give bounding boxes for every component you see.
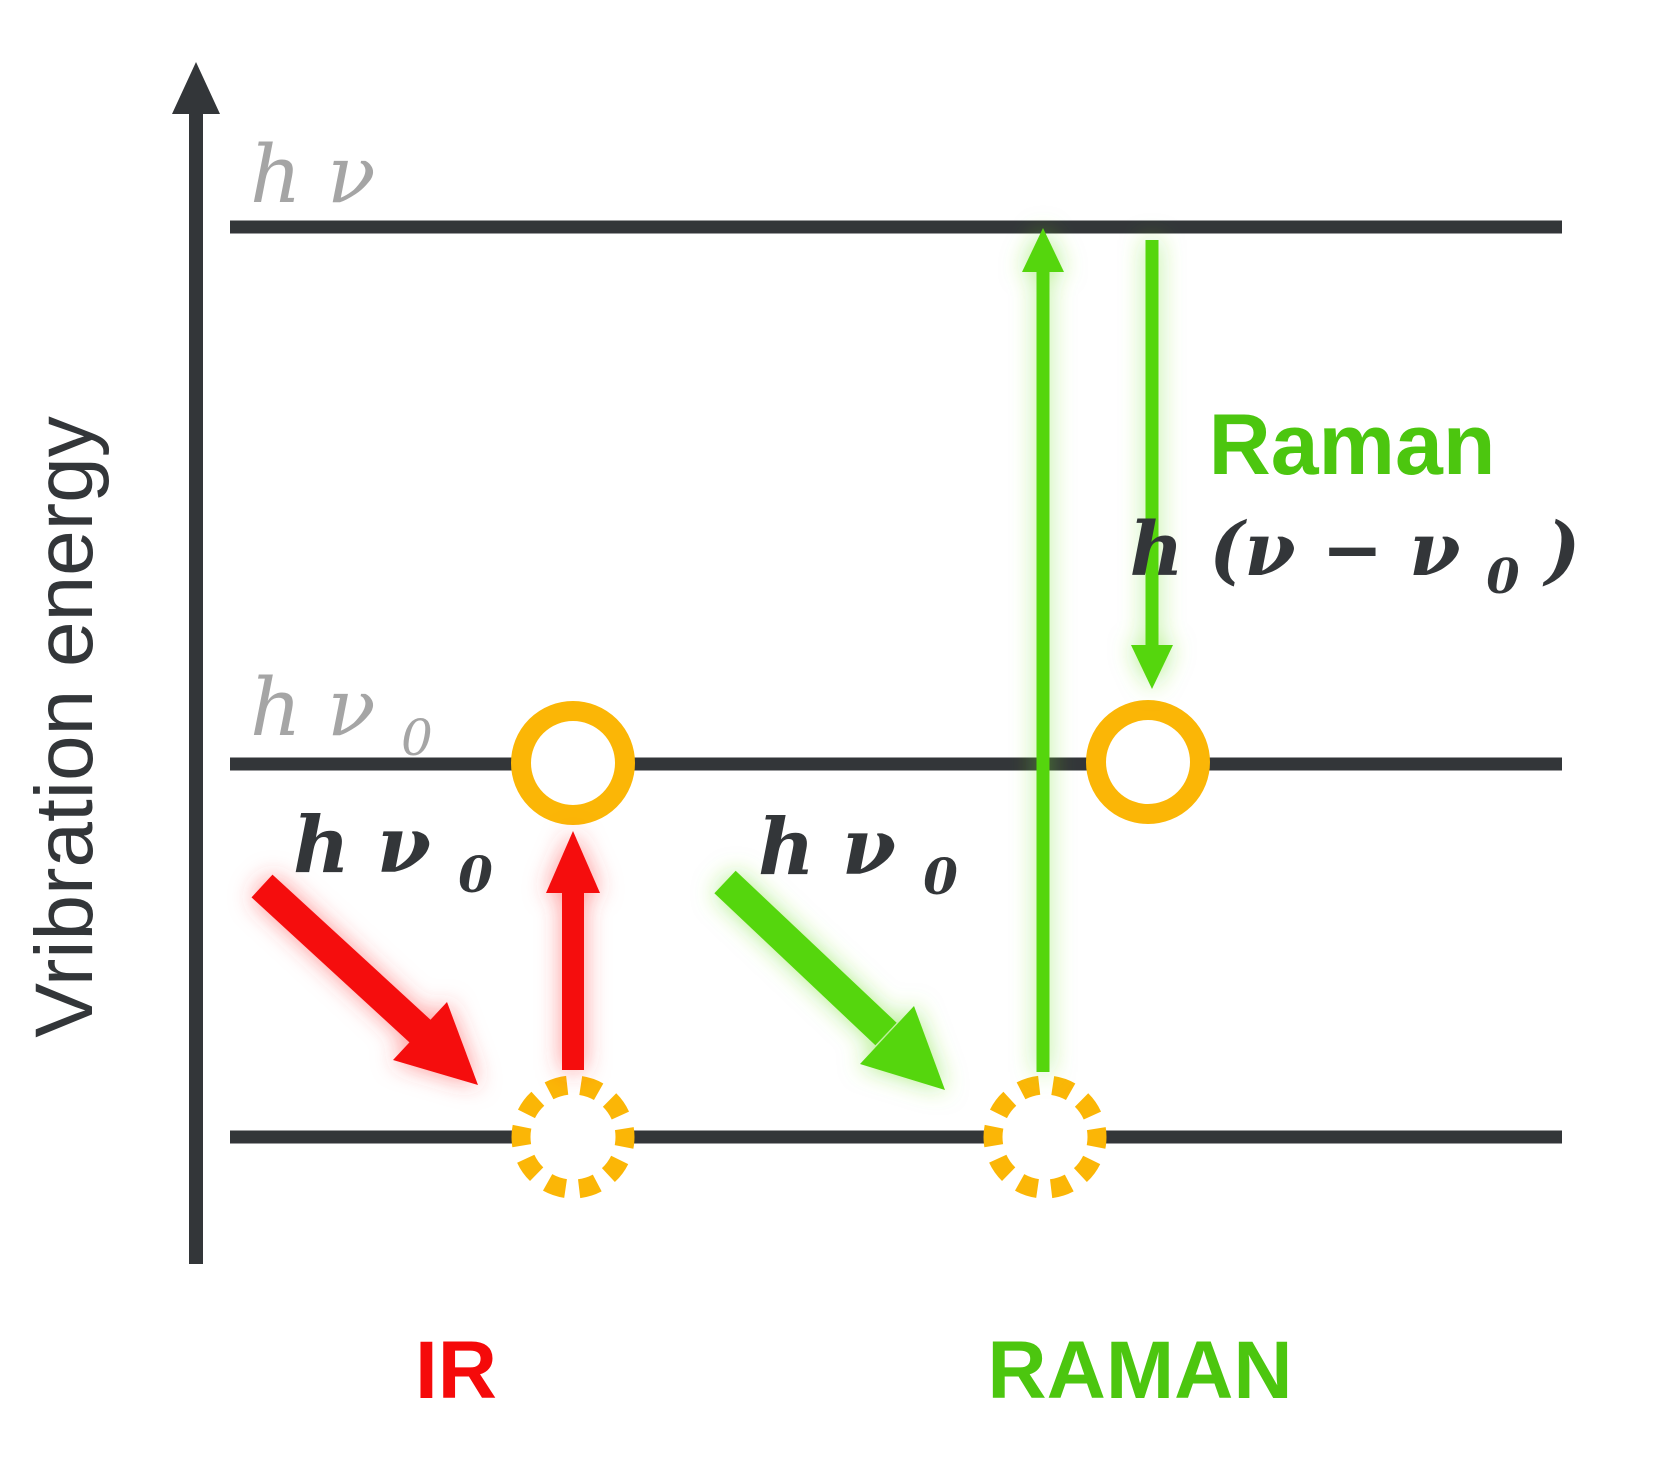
raman-shift-formula: h (ν − ν 0 ) (1130, 507, 1581, 611)
raman-scattered-arrowhead-icon (1131, 645, 1173, 689)
raman-shift-formula-sub: 0 (1486, 549, 1519, 605)
ir-footer-label: IR (415, 1325, 497, 1416)
raman-incident-arrow (714, 870, 945, 1090)
raman-footer-label: RAMAN (987, 1325, 1292, 1416)
ir-absorption-arrow (546, 831, 600, 1070)
ir-excited-state-circle (511, 701, 635, 825)
raman-excitation-arrowhead-icon (1022, 228, 1064, 272)
level-label-hv0-main: h ν (250, 661, 376, 754)
raman-shift-formula-pre: h (ν − ν (1130, 507, 1461, 593)
y-axis-label: Vribration energy (19, 416, 110, 1037)
raman-incident-photon-label-sub: 0 (923, 847, 958, 906)
ir-incident-photon-label-main: h ν (293, 800, 431, 891)
y-axis-arrowhead-icon (172, 62, 220, 114)
raman-incident-arrow-shaft (714, 870, 897, 1046)
raman-incident-photon-label-main: h ν (758, 802, 896, 893)
level-label-hv-text: h ν (250, 128, 376, 221)
ir-absorption-arrowhead-icon (546, 831, 600, 893)
level-label-hv0-sub: 0 (401, 709, 433, 767)
raman-final-state-circle (1086, 700, 1210, 824)
raman-title: Raman (1209, 397, 1496, 493)
raman-scattered-arrow-down (1131, 240, 1173, 689)
level-label-hv0: h ν 0 (250, 661, 433, 767)
raman-excitation-arrow-up (1022, 228, 1064, 1072)
ir-incident-photon-label-sub: 0 (458, 845, 493, 904)
ir-ground-state-circle-dashed (511, 1075, 635, 1199)
state-circles (511, 700, 1210, 1199)
raman-shift-formula-post: ) (1542, 507, 1580, 593)
raman-incident-arrowhead-icon (860, 1006, 945, 1090)
ir-incident-arrow (251, 874, 478, 1085)
energy-levels (230, 220, 1562, 1144)
raman-ground-state-circle-dashed (983, 1075, 1107, 1199)
level-label-hv: h ν (250, 128, 376, 221)
ir-incident-arrow-shaft (251, 874, 432, 1044)
raman-incident-photon-label: h ν 0 (758, 802, 958, 906)
ir-incident-photon-label: h ν 0 (293, 800, 493, 904)
y-axis: Vribration energy (19, 62, 220, 1264)
ir-incident-arrowhead-icon (393, 1002, 478, 1085)
